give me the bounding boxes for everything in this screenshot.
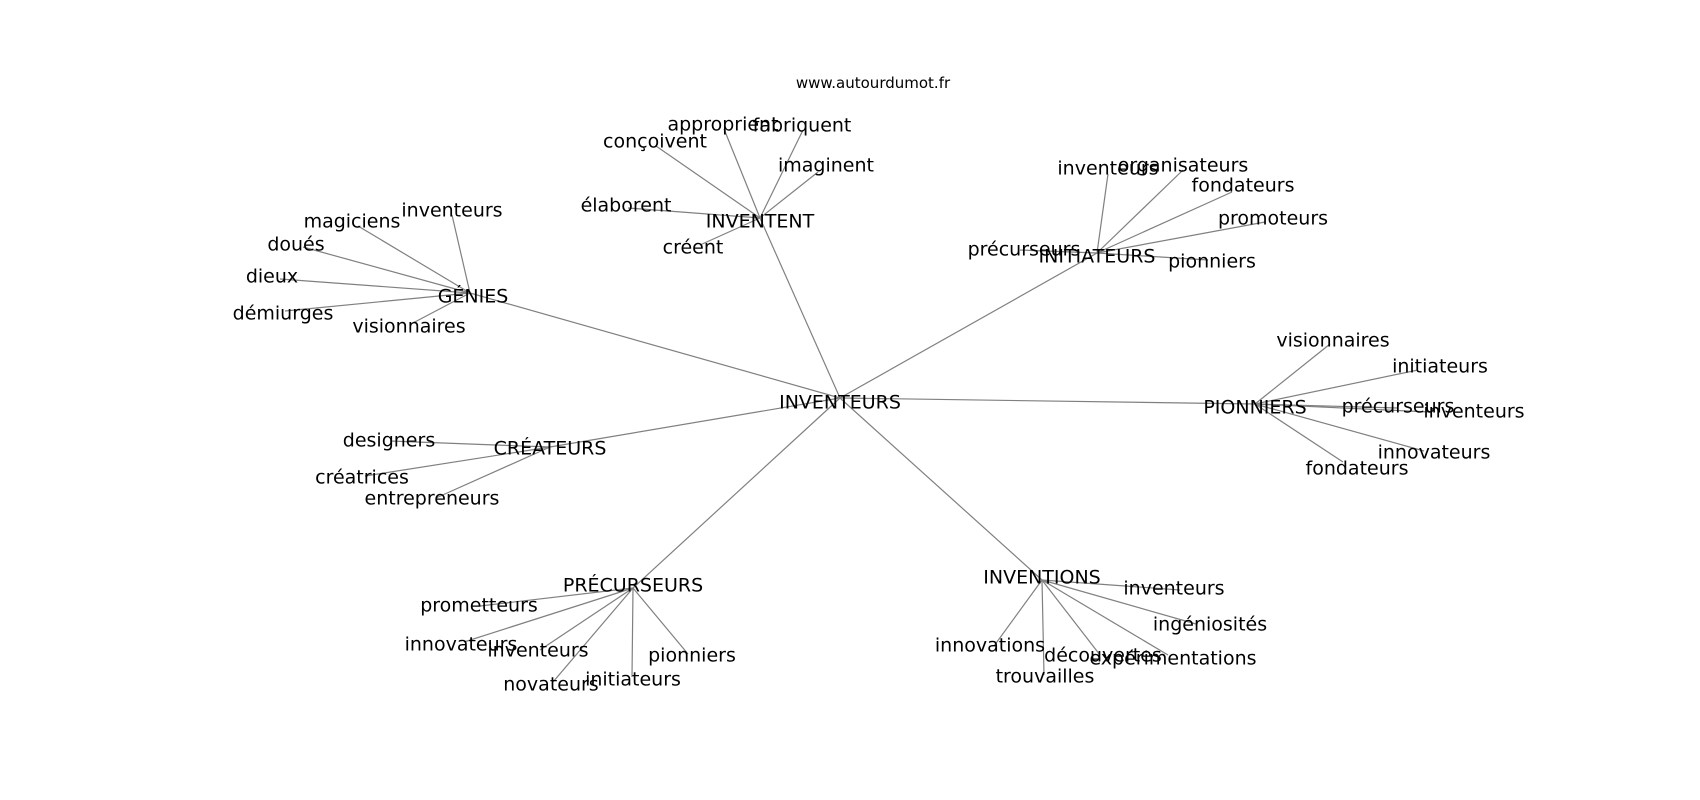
root-edge-0 (469, 292, 841, 399)
leaf-edge-0-2 (302, 246, 471, 294)
root-node: INVENTEURS (779, 392, 901, 414)
leaf-edge-6-5 (1041, 579, 1045, 676)
leaf-node-4-2: entrepreneurs (365, 488, 500, 510)
leaf-edge-3-0 (1254, 343, 1331, 405)
leaf-edge-3-4 (1254, 403, 1425, 452)
leaf-node-6-1: ingéniosités (1153, 614, 1267, 636)
leaf-edge-6-0 (1041, 579, 1181, 591)
leaf-edge-6-3 (1041, 579, 1101, 656)
cluster-node-1: INVENTENT (706, 211, 815, 233)
leaf-edge-0-3 (279, 278, 471, 294)
leaf-edge-0-4 (284, 292, 471, 312)
leaf-node-6-3: découvertes (1044, 645, 1162, 667)
leaf-node-4-1: créatrices (315, 467, 409, 489)
leaf-node-0-1: magiciens (304, 211, 401, 233)
root-edge-1 (759, 217, 841, 399)
leaf-node-0-5: visionnaires (352, 316, 465, 338)
leaf-edge-2-4 (1019, 249, 1098, 254)
leaf-node-5-4: novateurs (503, 674, 598, 696)
leaf-edge-0-0 (451, 214, 471, 294)
cluster-node-5: PRÉCURSEURS (563, 574, 703, 597)
leaf-node-5-0: prometteurs (420, 595, 538, 617)
leaf-node-6-2: innovations (935, 635, 1045, 657)
leaf-edge-1-4 (627, 207, 761, 219)
cluster-node-6: INVENTIONS (983, 567, 1100, 589)
leaf-node-3-2: précurseurs (1342, 396, 1455, 418)
leaf-edge-1-5 (699, 217, 761, 246)
leaf-node-6-5: trouvailles (996, 666, 1095, 688)
leaf-node-0-0: inventeurs (401, 200, 502, 222)
leaf-node-0-3: dieux (246, 266, 298, 288)
leaf-edge-0-5 (410, 292, 471, 325)
leaf-node-0-4: démiurges (233, 303, 334, 325)
leaf-node-1-5: créent (663, 237, 724, 259)
leaf-node-3-0: visionnaires (1276, 330, 1389, 352)
leaf-edge-3-3 (1254, 403, 1431, 413)
leaf-edge-1-0 (723, 128, 761, 219)
cluster-node-3: PIONNIERS (1203, 397, 1306, 419)
leaf-node-6-4: expérimentations (1089, 648, 1256, 670)
leaf-edge-1-2 (655, 145, 761, 219)
leaf-node-1-4: élaborent (581, 195, 672, 217)
leaf-node-3-3: inventeurs (1423, 401, 1524, 423)
leaf-node-4-0: designers (343, 430, 435, 452)
leaf-edge-5-2 (539, 587, 634, 651)
leaf-node-1-2: conçoivent (603, 131, 707, 153)
leaf-node-6-0: inventeurs (1123, 578, 1224, 600)
root-edge-4 (549, 397, 841, 448)
leaf-node-2-3: promoteurs (1218, 208, 1328, 230)
root-edge-2 (839, 252, 1098, 399)
leaf-node-3-4: innovateurs (1378, 442, 1491, 464)
leaf-edge-3-1 (1254, 369, 1419, 405)
leaf-node-3-5: fondateurs (1306, 458, 1409, 480)
leaf-edge-2-1 (1096, 169, 1184, 254)
leaf-node-5-2: inventeurs (487, 640, 588, 662)
leaf-edge-2-3 (1096, 221, 1266, 254)
leaf-edge-6-4 (1041, 579, 1169, 656)
leaf-node-3-1: initiateurs (1392, 356, 1488, 378)
leaf-node-5-1: innovateurs (405, 634, 518, 656)
leaf-edge-6-1 (1041, 579, 1197, 625)
leaf-edge-4-1 (364, 446, 551, 477)
leaf-node-1-0: approprient (667, 114, 778, 136)
leaf-node-1-3: imaginent (778, 155, 874, 177)
leaf-node-1-1: fabriquent (753, 115, 852, 137)
root-edge-3 (839, 397, 1256, 405)
leaf-node-2-2: fondateurs (1192, 175, 1295, 197)
leaf-edge-4-2 (435, 446, 551, 499)
leaf-node-0-2: doués (267, 234, 324, 256)
leaf-node-2-1: organisateurs (1118, 155, 1249, 177)
leaf-node-5-5: initiateurs (585, 669, 681, 691)
leaf-node-2-5: pionniers (1168, 251, 1256, 273)
leaf-edge-4-0 (389, 440, 551, 448)
cluster-node-2: INITIATEURS (1039, 246, 1156, 268)
leaf-edge-5-4 (552, 587, 634, 683)
leaf-edge-3-5 (1254, 403, 1344, 463)
leaf-node-2-0: inventeurs (1057, 158, 1158, 180)
root-edge-5 (632, 397, 841, 589)
graph-edges (279, 128, 1431, 683)
root-edge-6 (839, 397, 1043, 581)
leaf-edge-5-5 (631, 587, 634, 678)
cluster-node-4: CRÉATEURS (494, 437, 607, 460)
leaf-edge-0-1 (357, 225, 471, 294)
leaf-edge-5-0 (479, 587, 634, 607)
leaf-edge-2-5 (1096, 252, 1209, 261)
leaf-edge-1-1 (759, 129, 804, 219)
leaf-edge-6-2 (993, 579, 1043, 647)
leaf-edge-5-3 (632, 587, 689, 655)
leaf-node-2-4: précurseurs (968, 239, 1081, 261)
leaf-node-5-3: pionniers (648, 645, 736, 667)
source-label: www.autourdumot.fr (796, 74, 951, 92)
cluster-node-0: GÉNIES (438, 285, 509, 308)
leaf-edge-2-2 (1096, 191, 1233, 254)
leaf-edge-1-3 (759, 171, 819, 219)
leaf-edge-2-0 (1096, 173, 1109, 254)
graph-nodes: INVENTEURSGÉNIESinventeursmagiciensdoués… (233, 114, 1525, 696)
leaf-edge-5-1 (463, 587, 634, 643)
